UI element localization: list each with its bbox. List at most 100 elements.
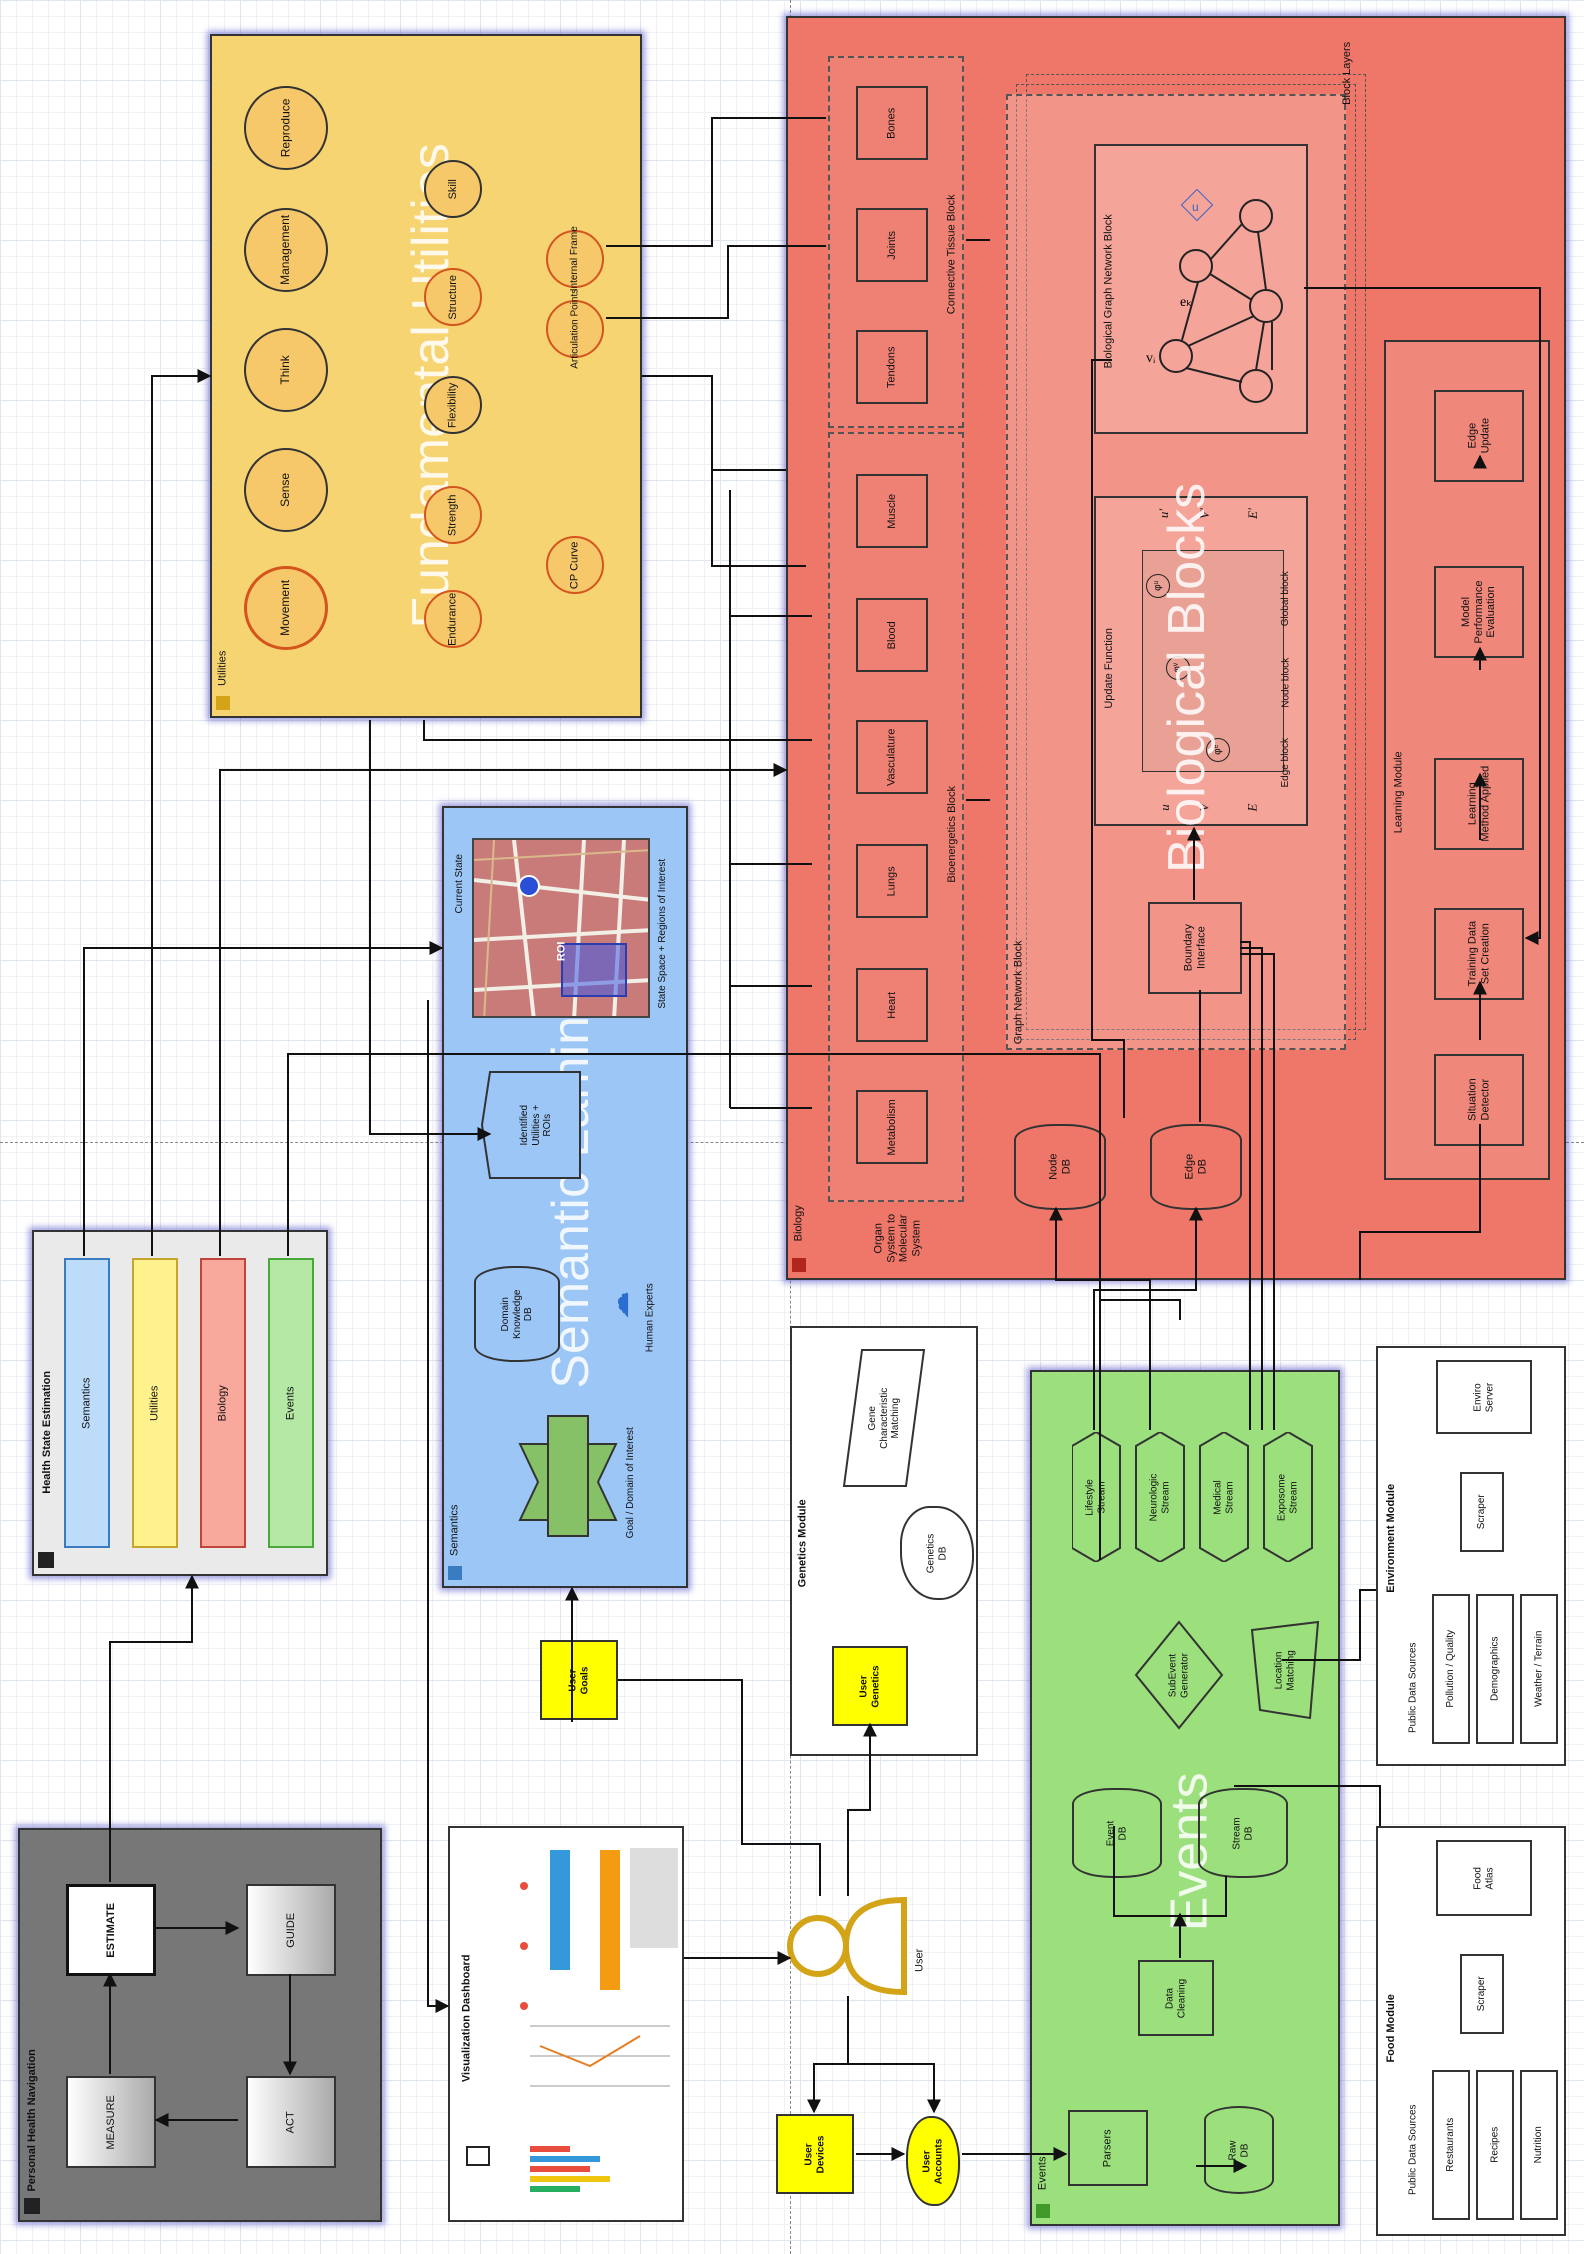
env-weather: Weather / Terrain	[1520, 1594, 1558, 1744]
graph-node	[1179, 249, 1213, 283]
identified-utilities: Identified Utilities + ROIs	[518, 1104, 553, 1146]
panel-icon	[38, 1552, 54, 1568]
goal-ribbon	[518, 1415, 618, 1537]
graph-edge-label: eₖ	[1180, 295, 1192, 310]
health-state-panel: Health State Estimation Semantics Utilit…	[32, 1230, 328, 1576]
graph-node-label: vᵢ	[1146, 351, 1156, 366]
circle-think: Think	[244, 328, 328, 412]
graph-node	[1249, 289, 1283, 323]
genetics-db: Genetics DB	[900, 1506, 974, 1600]
measure-box: MEASURE	[66, 2076, 156, 2168]
connective-label: Connective Tissue Block	[945, 194, 958, 314]
circle-cp-curve: CP Curve	[546, 536, 604, 594]
location-matching: Location Matching	[1273, 1649, 1297, 1691]
box-muscle: Muscle	[856, 474, 928, 548]
circle-skill: Skill	[424, 160, 482, 218]
model-performance: Model Performance Evaluation	[1434, 566, 1524, 658]
navigation-panel: Personal Health Navigation ESTIMATE GUID…	[18, 1828, 382, 2222]
environment-title: Environment Module	[1384, 1483, 1397, 1593]
roi-label: ROI	[555, 941, 568, 961]
edge-db: Edge DB	[1150, 1124, 1242, 1210]
bioenergetics-label: Bioenergetics Block	[945, 785, 958, 883]
user-accounts[interactable]: User Accounts	[906, 2116, 960, 2206]
phi-v-node: φᵛ	[1166, 656, 1190, 680]
state-space-label: State Space + Regions of Interest	[657, 859, 669, 1009]
circle-reproduce: Reproduce	[244, 86, 328, 170]
visualization-dashboard: Visualization Dashboard	[448, 1826, 684, 2222]
subevent-shape	[1134, 1620, 1224, 1730]
graph-network-label: Graph Network Block	[1012, 940, 1025, 1044]
environment-module: Environment Module Public Data Sources P…	[1376, 1346, 1566, 1766]
box-bones: Bones	[856, 86, 928, 160]
biology-tag: Biology	[792, 1204, 805, 1242]
state-map	[472, 838, 650, 1018]
current-state-label: Current State	[454, 854, 466, 914]
food-recipes: Recipes	[1476, 2070, 1514, 2220]
global-block-label: Global block	[1280, 571, 1292, 627]
bioenergetics-block: Bioenergetics Block Metabolism Heart Lun…	[828, 432, 964, 1202]
hse-events: Events	[268, 1258, 314, 1548]
box-metabolism: Metabolism	[856, 1090, 928, 1164]
learning-module-label: Learning Module	[1392, 751, 1405, 833]
phi-e-node: φᵉ	[1206, 738, 1230, 762]
box-heart: Heart	[856, 968, 928, 1042]
semantics-panel: Semantics Semantic Lamina ROI Current St…	[442, 806, 688, 1588]
exposome-stream: Exposome Stream	[1276, 1473, 1300, 1521]
enviro-server: Enviro Server	[1436, 1360, 1532, 1434]
edge-block-label: Edge block	[1280, 738, 1292, 788]
event-db: Event DB	[1072, 1788, 1162, 1878]
hse-biology: Biology	[200, 1258, 246, 1548]
guide-box: GUIDE	[246, 1884, 336, 1976]
box-lungs: Lungs	[856, 844, 928, 918]
user-label: User	[913, 1948, 926, 1972]
events-panel: Events Events Lifestyle Stream Neurologi…	[1030, 1370, 1340, 2226]
env-pollution: Pollution / Quality	[1432, 1594, 1470, 1744]
circle-management: Management	[244, 208, 328, 292]
food-sources-label: Public Data Sources	[1407, 2104, 1419, 2196]
phi-u-node: φᵘ	[1146, 574, 1170, 598]
subevent-generator: SubEvent Generator	[1167, 1652, 1191, 1698]
hse-semantics: Semantics	[64, 1258, 110, 1548]
user-genetics: User Genetics	[832, 1646, 908, 1726]
panel-icon	[24, 2198, 40, 2214]
bio-graph-label: Biological Graph Network Block	[1102, 213, 1115, 369]
learning-method: Learning Method Applied	[1434, 758, 1524, 850]
genetics-module: Genetics Module Gene Characteristic Matc…	[790, 1326, 978, 1756]
food-scraper: Scraper	[1460, 1954, 1504, 2034]
user-icon[interactable]	[784, 1896, 914, 1996]
lifestyle-stream: Lifestyle Stream	[1084, 1478, 1108, 1516]
navigation-title: Personal Health Navigation	[25, 2048, 38, 2192]
situation-detector: Situation Detector	[1434, 1054, 1524, 1146]
panel-icon	[792, 1258, 806, 1272]
events-tag: Events	[1036, 2156, 1049, 2190]
domain-knowledge-db: Domain Knowledge DB	[474, 1266, 560, 1362]
math-e: E	[1244, 803, 1260, 811]
goal-label: Goal / Domain of Interest	[625, 1427, 637, 1539]
panel-icon	[448, 1566, 462, 1580]
bio-graph-network-block: Biological Graph Network Block eₖ vᵢ u	[1094, 144, 1308, 434]
dashboard-icon	[466, 2146, 490, 2166]
circle-movement: Movement	[244, 566, 328, 650]
user-devices[interactable]: User Devices	[776, 2114, 854, 2194]
health-state-title: Health State Estimation	[40, 1370, 53, 1494]
estimate-box: ESTIMATE	[66, 1884, 156, 1976]
hse-utilities: Utilities	[132, 1258, 178, 1548]
organ-label: Organ System to Molecular System	[872, 1213, 923, 1263]
act-box: ACT	[246, 2076, 336, 2168]
global-u-icon	[1180, 188, 1214, 222]
food-module: Food Module Public Data Sources Restaura…	[1376, 1826, 1566, 2236]
training-data-set: Training Data Set Creation	[1434, 908, 1524, 1000]
bio-graph-drawing: eₖ vᵢ u	[1146, 188, 1283, 403]
circle-sense: Sense	[244, 448, 328, 532]
user-goals[interactable]: User Goals	[540, 1640, 618, 1720]
circle-flexibility: Flexibility	[424, 376, 482, 434]
viz-title: Visualization Dashboard	[460, 1954, 473, 2082]
env-scraper: Scraper	[1460, 1472, 1504, 1552]
human-experts-label: Human Experts	[644, 1283, 656, 1353]
utilities-tag: Utilities	[216, 650, 229, 686]
gene-matching: Gene Characteristic Matching	[866, 1387, 901, 1449]
update-function-label: Update Function	[1102, 627, 1115, 709]
circle-articulation-points: Articulation Points	[546, 289, 604, 369]
stream-db: Stream DB	[1198, 1788, 1288, 1878]
graph-node	[1239, 199, 1273, 233]
